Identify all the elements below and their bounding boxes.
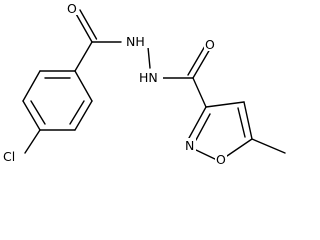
atom-label-chlorine: Cl — [3, 149, 15, 164]
bond-ar6-ar1 — [74, 70, 93, 102]
bond-n1-n2 — [147, 46, 151, 69]
bond-ar3-ar4-inner — [30, 100, 46, 125]
bond-ar4-cl — [24, 129, 41, 154]
atom-label-nh-1: NH — [126, 34, 145, 49]
bond-c3-c4 — [205, 101, 245, 108]
bond-c2-o2-b — [187, 45, 206, 76]
label-bg-ring-o — [215, 152, 227, 166]
bond-c4-c5-a — [243, 101, 253, 140]
atom-label-ring-oxygen: O — [216, 152, 226, 167]
atom-label-oxygen-2: O — [205, 37, 215, 52]
bond-ar5-ar6-inner — [69, 100, 85, 125]
atom-label-nh-2: HN — [139, 70, 158, 85]
label-bg-cl — [2, 149, 20, 163]
bond-layer — [22, 9, 286, 161]
label-bg-ring-n — [184, 138, 196, 152]
label-bg-o2 — [204, 37, 216, 51]
label-bg-o1 — [66, 1, 78, 15]
bond-c1-ar1 — [74, 41, 93, 72]
bond-c4-c5-b — [237, 107, 246, 138]
bond-c1-o1-b — [79, 9, 98, 40]
bond-c5-methyl — [251, 138, 286, 154]
bond-ar5-ar6 — [74, 100, 93, 131]
bond-c5-o — [226, 138, 253, 157]
bond-ar2-ar3 — [22, 70, 41, 102]
bond-c2-c3 — [192, 77, 207, 108]
atom-label-ring-nitrogen: N — [185, 138, 194, 153]
bond-o-n — [195, 149, 218, 161]
bond-c2-o2-a — [192, 48, 211, 79]
bond-c1-o1-a — [74, 11, 93, 43]
label-layer: O NH HN O N O Cl — [2, 1, 227, 167]
molecule-structure: O NH HN O N O Cl — [2, 1, 286, 167]
atom-label-oxygen-1: O — [67, 1, 77, 16]
bond-n-c3-b — [195, 113, 211, 141]
label-bg-nh1 — [124, 34, 150, 48]
bond-ar3-ar4 — [22, 100, 41, 131]
bond-n-c3-a — [188, 106, 207, 139]
label-bg-nh2 — [137, 70, 163, 84]
